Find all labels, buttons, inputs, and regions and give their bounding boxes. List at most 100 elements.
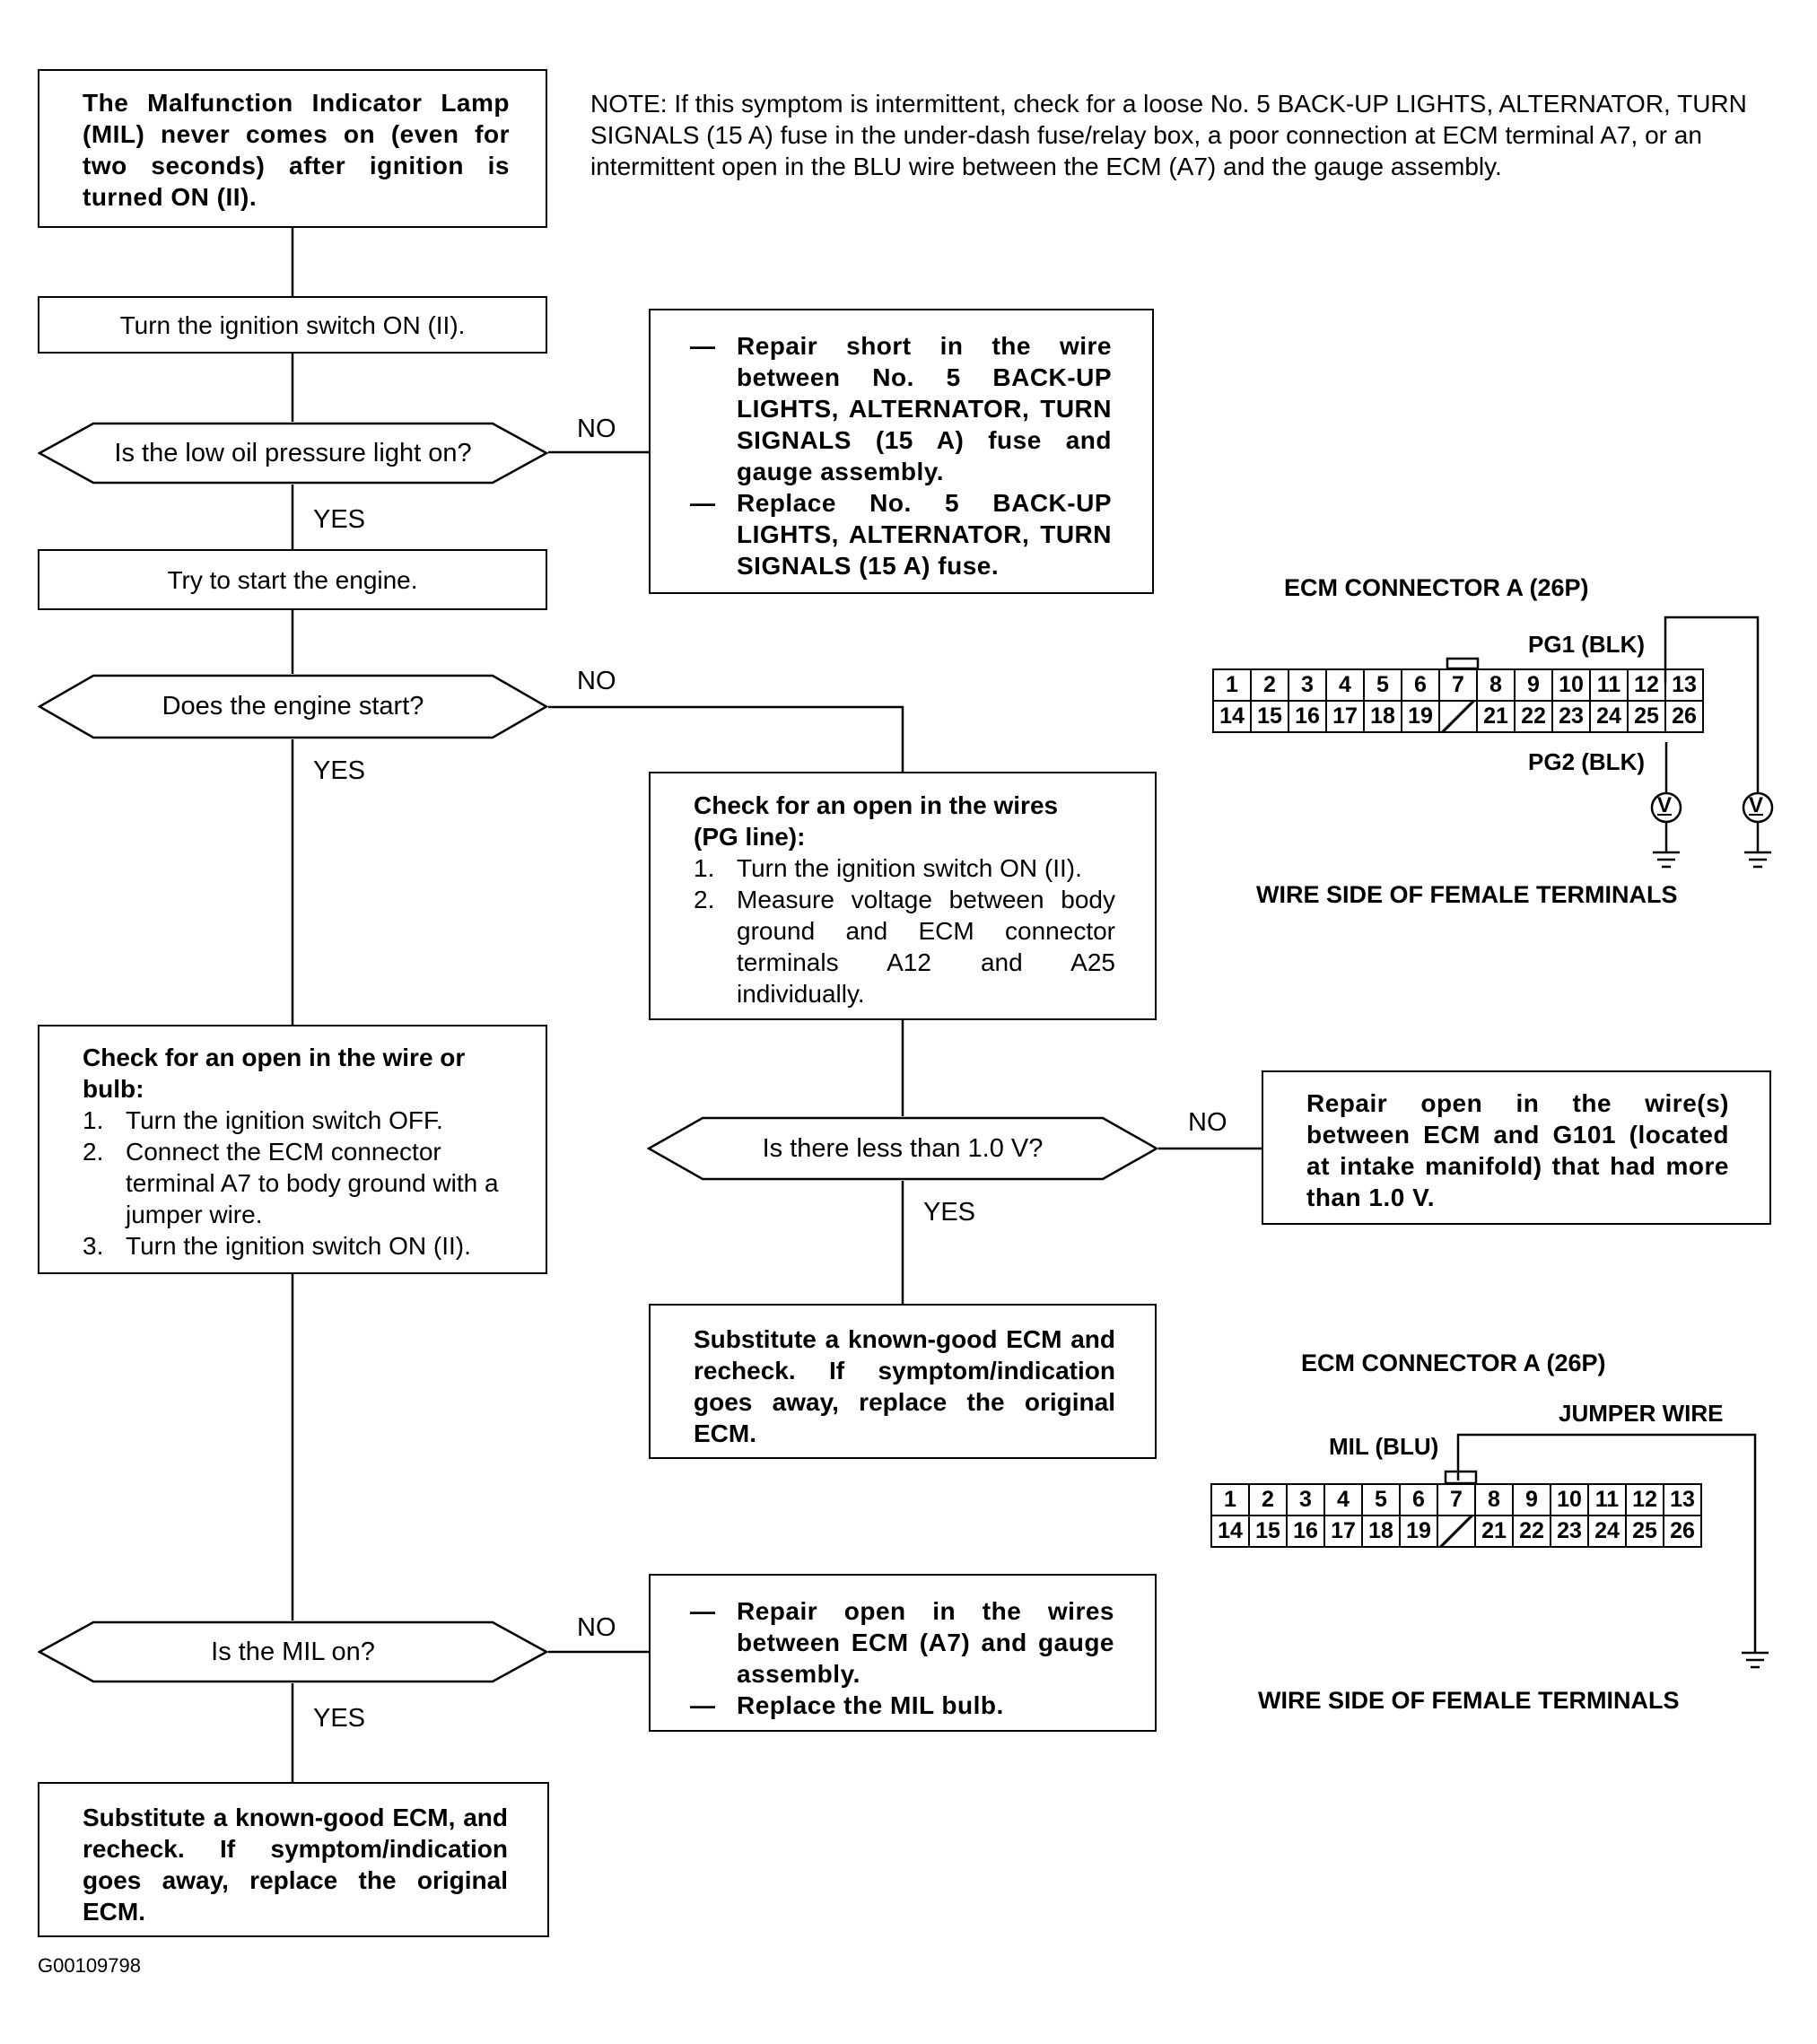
check-pg-line-step-2: 2. Measure voltage between body ground a…	[694, 884, 1115, 1009]
pin: 3	[1286, 1483, 1325, 1516]
pin: 18	[1361, 1515, 1401, 1548]
step-try-start-box: Try to start the engine.	[38, 549, 547, 610]
pin: 22	[1514, 700, 1553, 733]
pin: 23	[1551, 700, 1591, 733]
pin: 12	[1627, 668, 1666, 702]
connector-2-title: ECM CONNECTOR A (26P)	[1301, 1350, 1606, 1376]
pin: 8	[1476, 668, 1516, 702]
connector-1-row-1: 1 2 3 4 5 6 7 8 9 10 11 12 13	[1212, 668, 1704, 702]
start-symptom-box: The Malfunction Indicator Lamp (MIL) nev…	[38, 69, 547, 228]
pin: 2	[1250, 668, 1289, 702]
repair-g101-text: Repair open in the wire(s) between ECM a…	[1306, 1089, 1729, 1211]
repair-mil-item-1: Repair open in the wires between ECM (A7…	[690, 1595, 1114, 1690]
pin: 5	[1363, 668, 1402, 702]
check-wire-bulb-box: Check for an open in the wire or bulb: 1…	[38, 1025, 547, 1274]
pin: 23	[1550, 1515, 1589, 1548]
pin: 13	[1664, 668, 1704, 702]
label-no-mil: NO	[577, 1613, 616, 1642]
step-ignition-on-box: Turn the ignition switch ON (II).	[38, 296, 547, 354]
pin: 26	[1663, 1515, 1702, 1548]
connector-1-pin-grid: 1 2 3 4 5 6 7 8 9 10 11 12 13 14 15 16 1…	[1212, 668, 1704, 733]
decision-voltage: Is there less than 1.0 V?	[647, 1116, 1158, 1181]
pin: 11	[1589, 668, 1629, 702]
pin: 14	[1212, 700, 1252, 733]
connector-1-pg1-label: PG1 (BLK)	[1528, 631, 1645, 658]
step-ignition-on-text: Turn the ignition switch ON (II).	[119, 310, 466, 339]
pin: 25	[1627, 700, 1666, 733]
decision-oil-light-shape	[38, 422, 548, 485]
decision-oil-light: Is the low oil pressure light on?	[38, 422, 548, 485]
decision-mil-on-shape	[38, 1620, 548, 1683]
voltmeter-icon: V	[1749, 793, 1764, 817]
pin: 14	[1210, 1515, 1250, 1548]
start-symptom-text: The Malfunction Indicator Lamp (MIL) nev…	[83, 89, 510, 211]
substitute-ecm-text-1: Substitute a known-good ECM and recheck.…	[694, 1325, 1115, 1447]
pin: 21	[1474, 1515, 1514, 1548]
pin: 15	[1248, 1515, 1288, 1548]
pin: 9	[1514, 668, 1553, 702]
check-wire-bulb-step-2-text: Connect the ECM connector terminal A7 to…	[126, 1138, 499, 1228]
repair-fuse-box: Repair short in the wire between No. 5 B…	[649, 309, 1154, 594]
connector-2-pin-grid: 1 2 3 4 5 6 7 8 9 10 11 12 13 14 15 16 1…	[1210, 1483, 1702, 1548]
step-number-2: 2.	[83, 1138, 104, 1166]
pin: 9	[1512, 1483, 1551, 1516]
check-pg-line-title: Check for an open in the wires (PG line)…	[694, 791, 1059, 851]
repair-g101-box: Repair open in the wire(s) between ECM a…	[1262, 1070, 1771, 1225]
check-pg-line-box: Check for an open in the wires (PG line)…	[649, 772, 1157, 1020]
pin: 25	[1625, 1515, 1664, 1548]
connector-1-title: ECM CONNECTOR A (26P)	[1284, 574, 1589, 601]
label-yes-engine: YES	[313, 756, 366, 785]
label-no-engine: NO	[577, 667, 616, 695]
figure-id: G00109798	[38, 1954, 141, 1977]
pin: 17	[1323, 1515, 1363, 1548]
decision-mil-on: Is the MIL on?	[38, 1620, 548, 1683]
pin: 15	[1250, 700, 1289, 733]
pin: 16	[1288, 700, 1327, 733]
pin: 21	[1476, 700, 1516, 733]
connector-1-row-2: 14 15 16 17 18 19 21 22 23 24 25 26	[1212, 700, 1704, 733]
pin: 1	[1212, 668, 1252, 702]
step-try-start-text: Try to start the engine.	[167, 565, 418, 594]
check-pg-line-step-1-text: Turn the ignition switch ON (II).	[737, 854, 1082, 882]
step-number-2: 2.	[694, 886, 715, 913]
intermittent-note: NOTE: If this symptom is intermittent, c…	[590, 90, 1747, 180]
pin: 17	[1325, 700, 1365, 733]
decision-voltage-text: Is there less than 1.0 V?	[762, 1133, 1044, 1163]
check-wire-bulb-step-3-text: Turn the ignition switch ON (II).	[126, 1232, 471, 1260]
pin: 7	[1437, 1483, 1476, 1516]
pin: 12	[1625, 1483, 1664, 1516]
pin: 10	[1551, 668, 1591, 702]
step-number-1: 1.	[83, 1106, 104, 1134]
pin: 10	[1550, 1483, 1589, 1516]
label-yes-oil: YES	[313, 505, 366, 534]
pin: 13	[1663, 1483, 1702, 1516]
label-no-voltage: NO	[1188, 1108, 1227, 1137]
pin: 4	[1325, 668, 1365, 702]
connector-2-mil-label: MIL (BLU)	[1329, 1433, 1439, 1460]
check-pg-line-step-1: 1. Turn the ignition switch ON (II).	[694, 852, 1115, 884]
decision-engine-start: Does the engine start?	[38, 674, 548, 739]
pin: 26	[1664, 700, 1704, 733]
pin: 24	[1589, 700, 1629, 733]
pin: 19	[1401, 700, 1440, 733]
check-wire-bulb-step-1-text: Turn the ignition switch OFF.	[126, 1106, 443, 1134]
repair-fuse-item-2: Replace No. 5 BACK-UP LIGHTS, ALTERNATOR…	[690, 487, 1112, 581]
pin: 7	[1438, 668, 1478, 702]
pin-empty	[1438, 700, 1478, 733]
decision-oil-light-text: Is the low oil pressure light on?	[114, 438, 472, 467]
pin: 3	[1288, 668, 1327, 702]
check-wire-bulb-step-2: 2. Connect the ECM connector terminal A7…	[83, 1136, 510, 1230]
step-number-1: 1.	[694, 854, 715, 882]
label-no-oil: NO	[577, 415, 616, 443]
pin: 6	[1401, 668, 1440, 702]
pin: 18	[1363, 700, 1402, 733]
pin: 16	[1286, 1515, 1325, 1548]
step-number-3: 3.	[83, 1232, 104, 1260]
check-wire-bulb-step-3: 3. Turn the ignition switch ON (II).	[83, 1230, 510, 1262]
pin: 1	[1210, 1483, 1250, 1516]
connector-2-row-1: 1 2 3 4 5 6 7 8 9 10 11 12 13	[1210, 1483, 1702, 1516]
pin: 24	[1587, 1515, 1627, 1548]
connector-2-row-2: 14 15 16 17 18 19 21 22 23 24 25 26	[1210, 1515, 1702, 1548]
pin: 6	[1399, 1483, 1438, 1516]
